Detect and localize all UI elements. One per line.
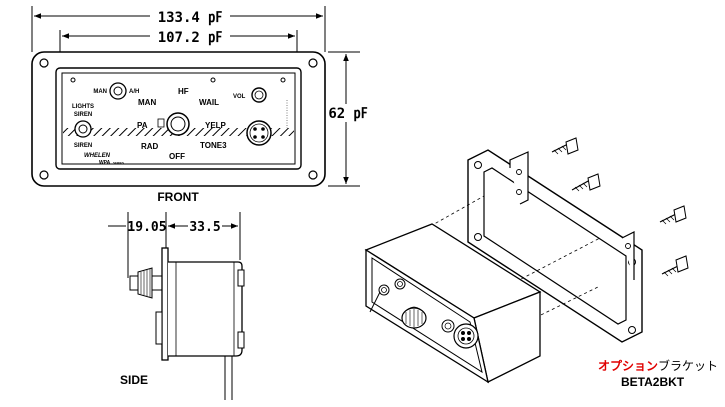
label-siren-lower: SIREN <box>74 143 92 149</box>
panel-screw <box>70 77 76 83</box>
model-suffix-label: SERIES <box>113 161 124 165</box>
option-prefix: オプション <box>598 358 658 373</box>
dim-height: 62 ㎊ <box>328 51 372 187</box>
screw <box>551 137 579 155</box>
label-ah: A/H <box>129 89 139 95</box>
panel-screw <box>280 77 286 83</box>
label-tone3: TONE3 <box>200 141 227 150</box>
label-wail: WAIL <box>199 98 219 107</box>
flange-hole <box>39 170 49 180</box>
front-view-title: FRONT <box>157 190 199 204</box>
side-knob <box>129 267 163 299</box>
knob-depth-label: 19.05 <box>127 220 166 235</box>
label-off: OFF <box>169 152 185 161</box>
side-view: 19.05 33.5 SIDE <box>108 212 245 400</box>
label-man: MAN <box>138 98 156 107</box>
bracket-assembly <box>364 137 689 384</box>
box-rotary-knob <box>401 306 427 329</box>
side-flange <box>161 247 169 361</box>
box-mic-connector <box>441 319 479 349</box>
label-yelp: YELP <box>205 121 227 130</box>
model-label: WPA <box>99 160 111 166</box>
height-label: 62 ㎊ <box>328 106 367 123</box>
flange-hole <box>308 170 318 180</box>
bracket-frame <box>467 149 643 343</box>
screw <box>659 205 687 225</box>
label-vol: VOL <box>233 94 246 100</box>
option-part-number: BETA2BKT <box>621 375 685 389</box>
flange-hole <box>39 58 49 68</box>
label-lights: LIGHTS <box>72 104 94 110</box>
brand-logo: WHELEN <box>84 153 111 159</box>
body-depth-label: 33.5 <box>189 220 220 235</box>
option-caption: オプション ブラケット BETA2BKT <box>598 358 718 389</box>
side-view-title: SIDE <box>120 373 148 387</box>
flange-hole <box>308 58 318 68</box>
option-name: ブラケット <box>658 358 718 373</box>
label-pa: PA <box>137 121 148 130</box>
label-siren-upper: SIREN <box>74 112 92 118</box>
panel-screw <box>210 77 216 83</box>
side-body <box>168 261 245 400</box>
cutout-width-label: 107.2 ㎊ <box>158 30 223 47</box>
screw <box>571 173 601 192</box>
label-rad: RAD <box>141 142 159 151</box>
overall-width-label: 133.4 ㎊ <box>158 10 223 27</box>
dim-cutout-width: 107.2 ㎊ <box>59 28 298 70</box>
front-view: 133.4 ㎊ 107.2 ㎊ MAN A/H HF <box>31 6 372 204</box>
label-hf: HF <box>178 87 189 96</box>
label-man-small: MAN <box>93 89 107 95</box>
controller-box <box>364 223 542 384</box>
dim-overall-width: 133.4 ㎊ <box>31 6 326 52</box>
screw <box>661 255 689 277</box>
